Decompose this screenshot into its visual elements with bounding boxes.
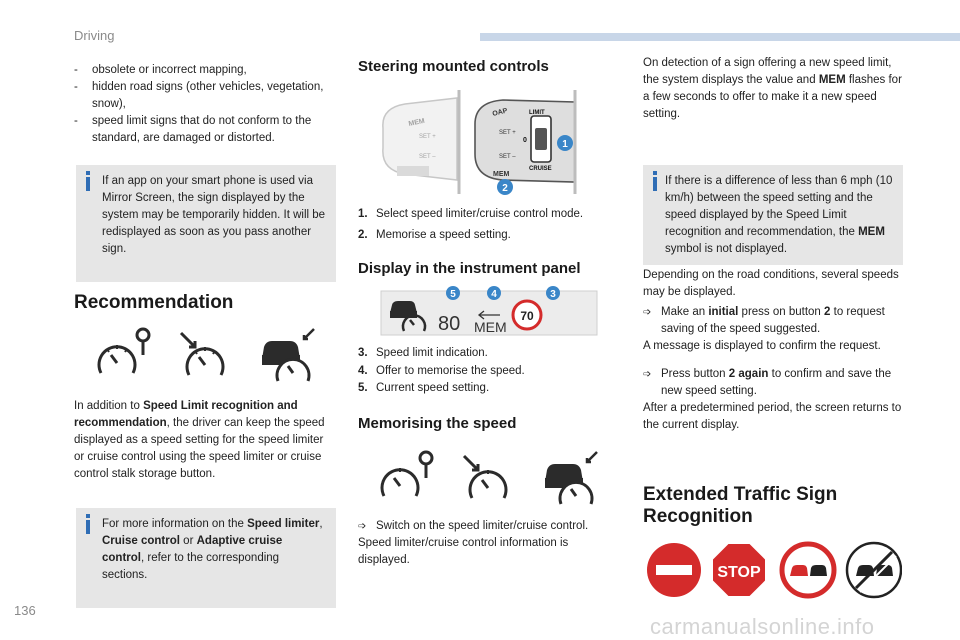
info-text: If there is a difference of less than 6 … (665, 175, 893, 255)
list-item: ➩Switch on the speed limiter/cruise cont… (358, 518, 610, 535)
detection-paragraph: On detection of a sign offering a new sp… (643, 57, 902, 120)
extended-heading: Extended Traffic Sign Recognition (643, 484, 838, 527)
svg-text:0: 0 (523, 137, 527, 144)
info-text: For more information on the Speed limite… (102, 518, 323, 581)
info-icon (86, 514, 90, 534)
svg-text:70: 70 (520, 309, 534, 323)
svg-text:MEM: MEM (493, 171, 510, 178)
display-heading: Display in the instrument panel (358, 260, 581, 277)
steering-stalk-illustration: MEM SET + SET – OAP SET + SET – LIMIT 0 … (382, 90, 577, 195)
list-item: hidden road signs (other vehicles, veget… (74, 79, 336, 113)
speedometer-arrow-icon (179, 331, 225, 376)
traffic-signs-row: STOP (647, 541, 902, 599)
svg-text:2: 2 (502, 183, 508, 194)
info-text: If an app on your smart phone is used vi… (102, 175, 326, 255)
svg-text:SET –: SET – (419, 154, 436, 160)
list-item: 3.Speed limit indication. (358, 347, 488, 359)
info-box-more-information: For more information on the Speed limite… (76, 508, 336, 608)
svg-text:OAP: OAP (492, 107, 509, 118)
svg-text:4: 4 (491, 289, 497, 300)
speedometer-pin-icon (380, 450, 434, 497)
svg-text:SET –: SET – (499, 154, 516, 160)
steering-items-list: 1.Select speed limiter/cruise control mo… (358, 206, 608, 244)
info-displayed-text: Speed limiter/cruise control information… (358, 537, 569, 566)
recommendation-paragraph: In addition to Speed Limit recognition a… (74, 400, 325, 480)
watermark: carmanualsonline.info (650, 614, 875, 639)
info-box-speed-difference: If there is a difference of less than 6 … (643, 165, 903, 265)
list-item: 2.Memorise a speed setting. (358, 229, 511, 241)
callout-1 (557, 135, 573, 151)
stalk-left-image: MEM SET + SET – (382, 97, 458, 181)
arrow-left-icon (477, 310, 485, 320)
arrow-bullet-icon: ➩ (358, 521, 367, 532)
svg-text:LIMIT: LIMIT (529, 110, 545, 116)
arrow-bullet-icon: ➩ (643, 369, 652, 380)
memorising-steps: ➩Switch on the speed limiter/cruise cont… (358, 518, 610, 569)
speedometer-arrow-icon (462, 454, 508, 499)
callout-5 (446, 286, 460, 300)
limitations-list: obsolete or incorrect mapping, hidden ro… (74, 62, 336, 147)
svg-text:1: 1 (562, 139, 568, 150)
no-entry-sign-icon (647, 543, 701, 597)
stop-sign-icon: STOP (711, 542, 767, 598)
step-2: ➩Press button 2 again to confirm and sav… (643, 368, 902, 431)
memorising-pictograms (380, 450, 598, 505)
callout-2 (497, 179, 513, 195)
no-overtaking-sign-icon (779, 541, 837, 599)
end-no-overtaking-sign-icon (845, 541, 902, 599)
list-item: 5.Current speed setting. (358, 382, 490, 394)
list-item: 1.Select speed limiter/cruise control mo… (358, 208, 584, 220)
car-speedometer-icon (390, 301, 427, 332)
callout-3 (546, 286, 560, 300)
list-item: speed limit signs that do not conform to… (74, 113, 336, 147)
mem-label: MEM (474, 319, 507, 335)
info-box-mirror-screen: If an app on your smart phone is used vi… (76, 165, 336, 282)
list-item: 4.Offer to memorise the speed. (358, 364, 525, 377)
step-1: ➩Make an initial press on button 2 to re… (643, 306, 885, 352)
recommendation-heading: Recommendation (74, 292, 234, 313)
svg-text:CRUISE: CRUISE (529, 166, 552, 172)
recommendation-pictograms (97, 327, 315, 382)
callout-4 (487, 286, 501, 300)
display-items-list: 3.Speed limit indication. 4.Offer to mem… (358, 345, 608, 397)
svg-text:3: 3 (550, 289, 556, 300)
instrument-panel-illustration: 80 MEM 70 5 4 3 (380, 286, 598, 336)
arrow-bullet-icon: ➩ (643, 307, 652, 318)
info-icon (653, 171, 657, 191)
svg-text:5: 5 (450, 289, 456, 300)
speedometer-pin-icon (97, 327, 151, 374)
svg-text:MEM: MEM (408, 118, 426, 128)
speed-value: 80 (438, 313, 460, 335)
section-title: Driving (74, 28, 115, 43)
stalk-right-image: OAP SET + SET – LIMIT 0 CRUISE MEM 1 2 (474, 90, 577, 195)
svg-text:SET +: SET + (499, 130, 516, 136)
list-item: obsolete or incorrect mapping, (74, 62, 336, 79)
car-speedometer-icon (545, 451, 598, 505)
info-icon (86, 171, 90, 191)
depending-paragraph: Depending on the road conditions, severa… (643, 269, 899, 298)
header-bar (480, 33, 960, 41)
car-speedometer-icon (262, 328, 315, 382)
speed-limit-sign (511, 299, 543, 331)
page-number: 136 (14, 603, 36, 618)
svg-text:SET +: SET + (419, 134, 436, 140)
svg-text:STOP: STOP (717, 564, 761, 581)
memorising-heading: Memorising the speed (358, 415, 517, 432)
steering-heading: Steering mounted controls (358, 58, 549, 75)
